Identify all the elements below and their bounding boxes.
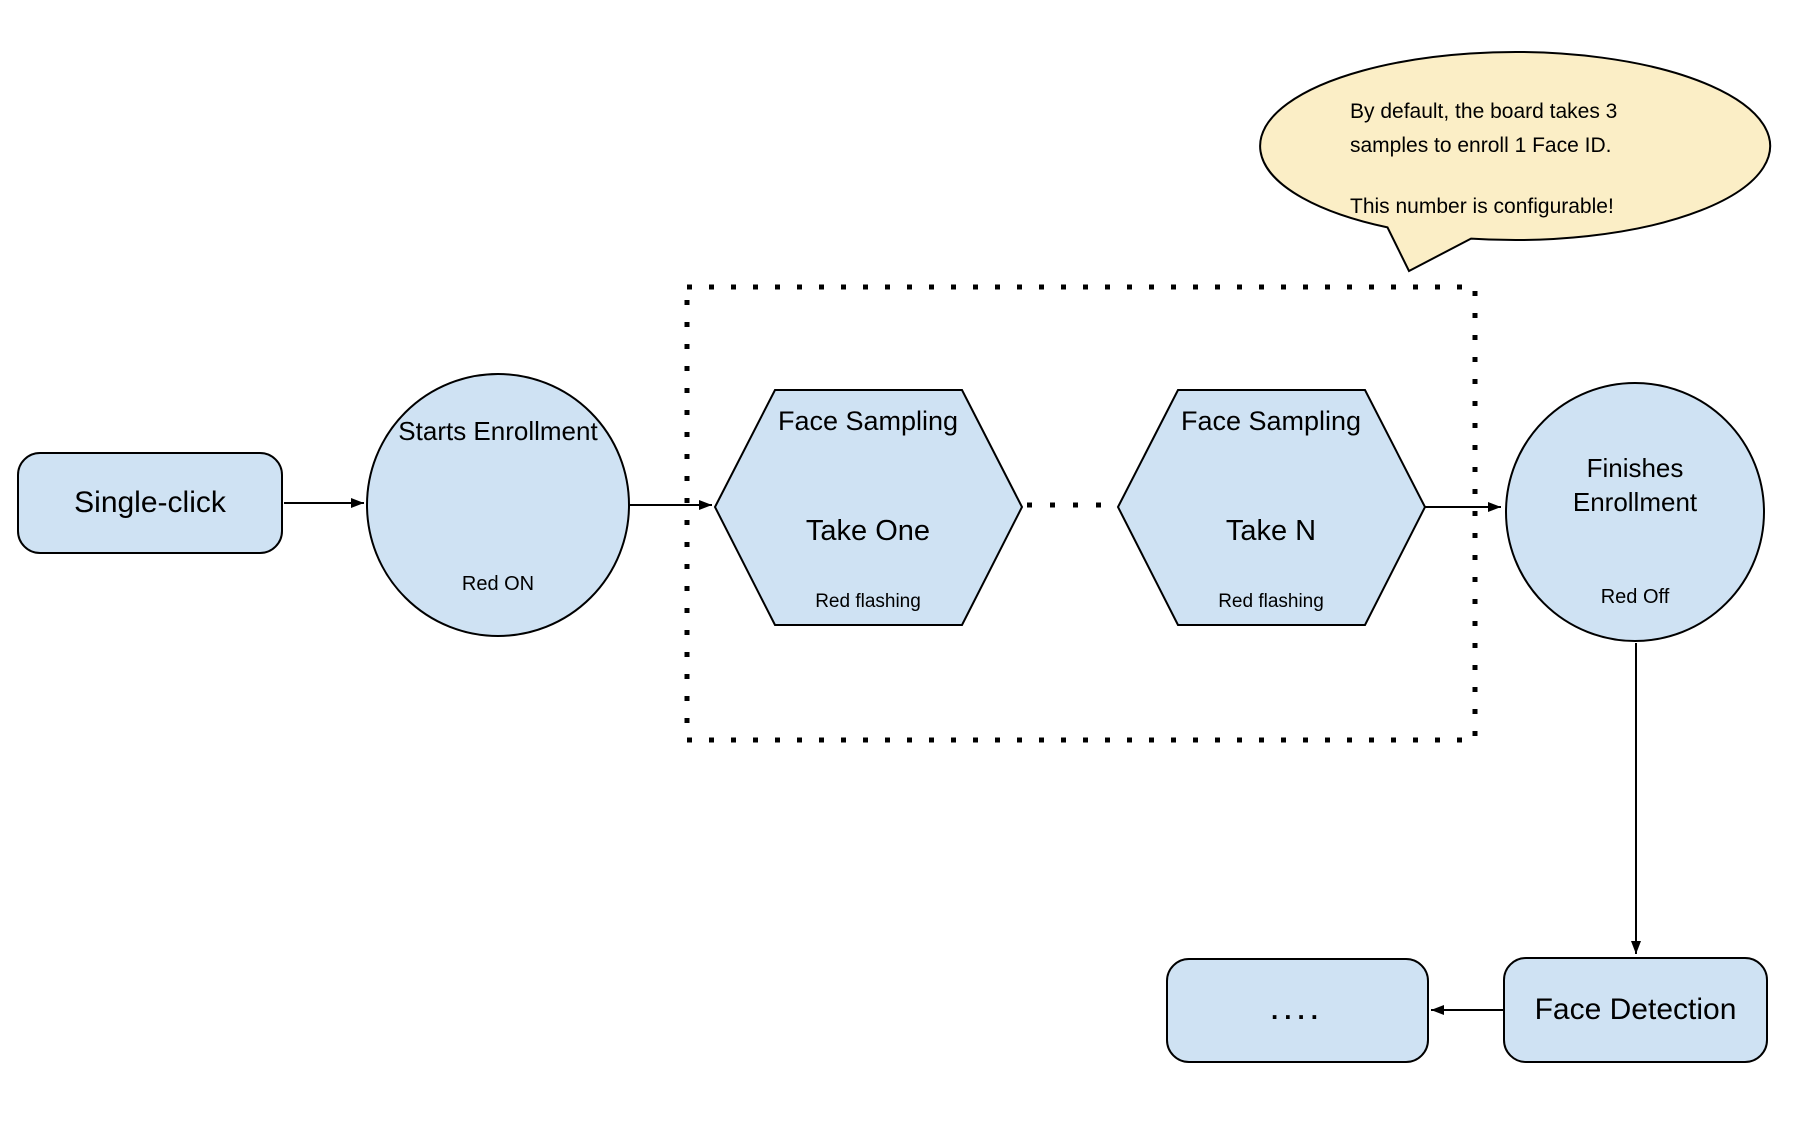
single-click-label: Single-click [74, 486, 226, 519]
face-sampling-n-status: Red flashing [1218, 591, 1324, 612]
callout-paragraph-1: By default, the board takes 3 samples to… [1350, 100, 1618, 157]
continuation-node [1166, 958, 1429, 1063]
starts-enrollment-label: Starts Enrollment [398, 416, 598, 446]
finishes-enrollment-label: Finishes Enrollment [1572, 453, 1698, 517]
face-sampling-1-node [713, 389, 1024, 626]
callout-bubble [1259, 51, 1772, 273]
sampling-group-boundary [684, 284, 1478, 743]
starts-enrollment-node [366, 373, 630, 637]
finishes-enrollment-node [1505, 382, 1765, 642]
face-sampling-1-take-label: Take One [805, 515, 931, 547]
face-detection-label: Face Detection [1534, 993, 1737, 1026]
face-sampling-n-title: Face Sampling [1180, 406, 1362, 436]
finishes-enrollment-status: Red Off [1600, 586, 1670, 608]
callout-paragraph-2: This number is configurable! [1350, 195, 1614, 218]
face-sampling-1-title: Face Sampling [777, 406, 959, 436]
continuation-label: .... [1271, 995, 1324, 1025]
callout-text: By default, the board takes 3 samples to… [1350, 95, 1684, 224]
face-sampling-1-status: Red flashing [815, 591, 921, 612]
single-click-node [17, 452, 283, 554]
face-sampling-n-take-label: Take N [1225, 515, 1317, 547]
starts-enrollment-status: Red ON [461, 573, 535, 595]
